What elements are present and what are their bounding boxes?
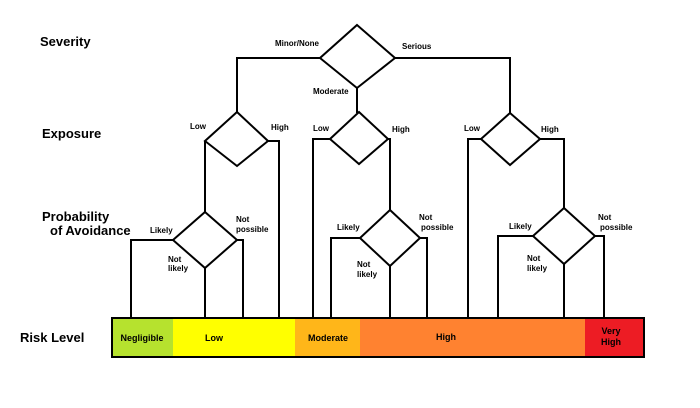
avoidance3-likely-connector — [497, 235, 533, 318]
exposure3-low-connector — [467, 138, 481, 318]
avoidance2-not-possible-label-line2: possible — [421, 223, 454, 232]
avoidance3-likely-label: Likely — [509, 222, 532, 231]
exposure-decision-diamond-2 — [328, 110, 390, 166]
risk-segment-high — [360, 318, 585, 357]
avoidance1-not-likely-label-line2: likely — [168, 264, 189, 273]
exposure1-low-label: Low — [190, 122, 207, 131]
avoidance1-not-possible-label-line2: possible — [236, 225, 269, 234]
avoidance2-likely-connector — [330, 237, 360, 318]
exposure2-high-connector — [388, 138, 391, 210]
exposure2-low-connector — [312, 138, 330, 318]
row-label-exposure: Exposure — [42, 126, 101, 141]
avoidance2-likely-label: Likely — [337, 223, 360, 232]
risk-level-bar: Negligible Low Moderate High Very High — [111, 317, 645, 358]
avoidance1-likely-label: Likely — [150, 226, 173, 235]
avoidance1-likely-connector — [130, 239, 173, 318]
avoidance1-not-likely-label-line1: Not — [168, 255, 182, 264]
exposure1-high-label: High — [271, 123, 289, 132]
exposure1-high-connector — [268, 140, 280, 318]
avoidance1-not-possible-connector — [237, 239, 244, 318]
risk-label-very-high-line2: High — [601, 337, 621, 347]
risk-segment-low — [173, 318, 295, 357]
row-label-severity: Severity — [40, 34, 91, 49]
avoidance-decision-diamond-2 — [358, 208, 422, 268]
risk-segment-very-high — [585, 318, 644, 357]
exposure2-low-label: Low — [313, 124, 330, 133]
severity-decision-diamond — [318, 23, 397, 90]
exposure-decision-diamond-3 — [479, 111, 542, 167]
risk-label-moderate: Moderate — [308, 333, 348, 343]
exposure3-high-connector — [540, 138, 565, 208]
row-label-avoidance-line2: of Avoidance — [50, 223, 131, 238]
risk-segment-moderate — [295, 318, 360, 357]
row-label-avoidance-line1: Probability — [42, 209, 110, 224]
avoidance2-not-possible-connector — [420, 237, 428, 318]
exposure3-low-label: Low — [464, 124, 481, 133]
severity-moderate-label: Moderate — [313, 87, 349, 96]
connector-lines — [130, 57, 605, 318]
exposure3-high-label: High — [541, 125, 559, 134]
severity-serious-label: Serious — [402, 42, 432, 51]
severity-serious-connector — [395, 57, 511, 113]
exposure-decision-diamond-1 — [203, 110, 270, 168]
avoidance3-not-possible-label-line1: Not — [598, 213, 612, 222]
risk-label-high: High — [436, 332, 456, 342]
avoidance-decision-diamond-1 — [171, 210, 239, 270]
risk-label-very-high-line1: Very — [601, 326, 620, 336]
avoidance2-not-likely-label-line1: Not — [357, 260, 371, 269]
avoidance3-not-possible-label-line2: possible — [600, 223, 633, 232]
avoidance1-not-possible-label-line1: Not — [236, 215, 250, 224]
risk-bar-outline — [111, 317, 645, 358]
avoidance3-not-possible-connector — [595, 235, 605, 318]
avoidance3-not-likely-label-line1: Not — [527, 254, 541, 263]
avoidance2-not-possible-label-line1: Not — [419, 213, 433, 222]
severity-minor-label: Minor/None — [275, 39, 320, 48]
risk-segment-negligible — [112, 318, 173, 357]
risk-label-negligible: Negligible — [120, 333, 163, 343]
decision-diamonds — [171, 23, 597, 270]
avoidance2-not-likely-label-line2: likely — [357, 270, 378, 279]
avoidance3-not-likely-label-line2: likely — [527, 264, 548, 273]
avoidance-decision-diamond-3 — [531, 206, 597, 266]
row-label-risk-level: Risk Level — [20, 330, 84, 345]
exposure2-high-label: High — [392, 125, 410, 134]
risk-label-low: Low — [205, 333, 224, 343]
